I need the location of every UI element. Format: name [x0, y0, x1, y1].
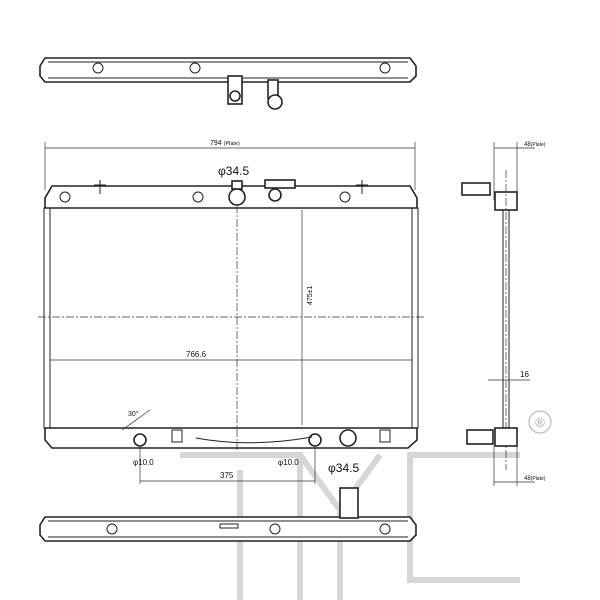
width-plate-note: (Plate)	[224, 141, 240, 147]
svg-text:48(Plate): 48(Plate)	[524, 142, 546, 148]
outlet-pipe	[339, 429, 357, 447]
depth-bottom-note: (Plate)	[531, 476, 546, 482]
inlet-pipe	[228, 188, 246, 206]
registered-mark-circle	[528, 410, 552, 434]
width-plate-value: 794	[210, 140, 222, 147]
front-dimensions: 794 (Plate) φ34.5 475±1 766.6 30° φ10.0 …	[44, 140, 416, 484]
inlet-diameter-label: φ34.5	[218, 164, 249, 178]
oil-cooler-left-label: φ10.0	[133, 458, 154, 467]
outlet-diameter-label: φ34.5	[328, 461, 359, 475]
radiator-cap	[264, 179, 296, 189]
angle-label: 30°	[128, 410, 139, 418]
front-view	[38, 179, 425, 450]
svg-text:48(Plate): 48(Plate)	[524, 476, 546, 482]
bottom-view-tank	[39, 487, 417, 542]
registered-mark: ®	[535, 415, 545, 430]
side-view: 48(Plate) 16 48(Plate)	[461, 142, 546, 486]
core-height-label: 475±1	[307, 285, 314, 305]
core-thickness-label: 16	[520, 370, 529, 379]
oil-cooler-right-label: φ10.0	[278, 458, 299, 467]
depth-top-note: (Plate)	[531, 142, 546, 148]
oil-cooler-spacing-label: 375	[220, 471, 234, 480]
depth-top-value: 48	[524, 142, 531, 148]
depth-bottom-value: 48	[524, 476, 531, 482]
core-width-label: 766.6	[186, 350, 207, 359]
svg-text:794 (Plate): 794 (Plate)	[210, 140, 240, 147]
top-view-tank	[39, 57, 417, 110]
